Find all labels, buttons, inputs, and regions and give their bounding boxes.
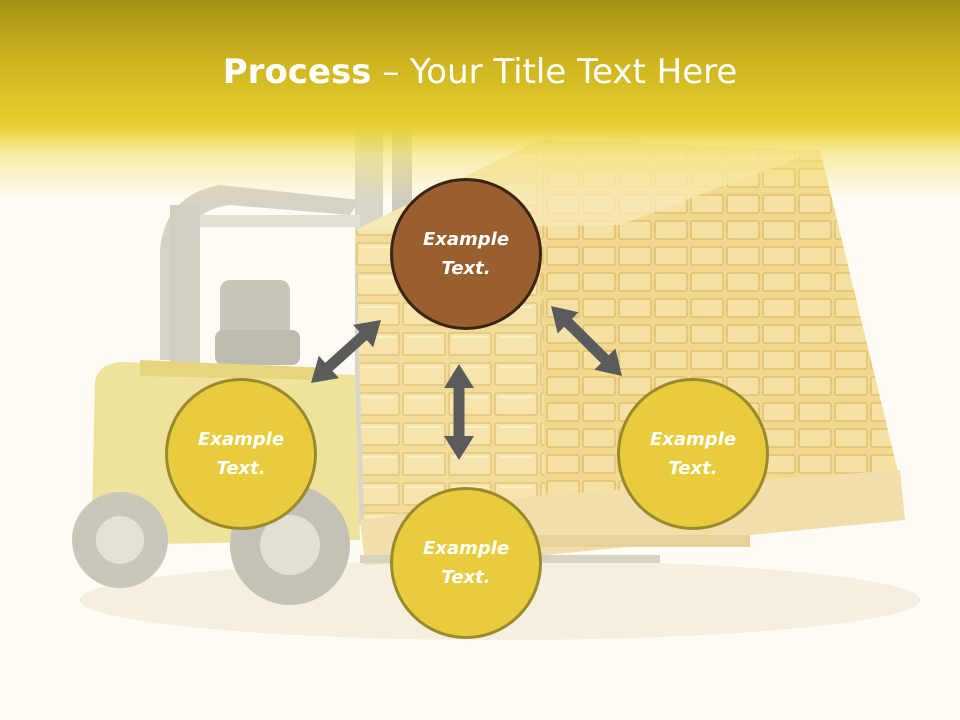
slide-title: Process – Your Title Text Here: [0, 52, 960, 92]
node-label: Example Text.: [197, 429, 285, 479]
title-bar: [0, 0, 960, 200]
node-label: Example Text.: [649, 429, 737, 479]
title-rest: – Your Title Text Here: [371, 52, 738, 92]
title-bold: Process: [222, 52, 372, 92]
node-label: Example Text.: [422, 538, 510, 588]
process-node-top[interactable]: Example Text.: [390, 178, 542, 330]
process-node-left[interactable]: Example Text.: [165, 378, 317, 530]
process-node-bottom[interactable]: Example Text.: [390, 487, 542, 639]
process-node-right[interactable]: Example Text.: [617, 378, 769, 530]
node-label: Example Text.: [422, 229, 510, 279]
